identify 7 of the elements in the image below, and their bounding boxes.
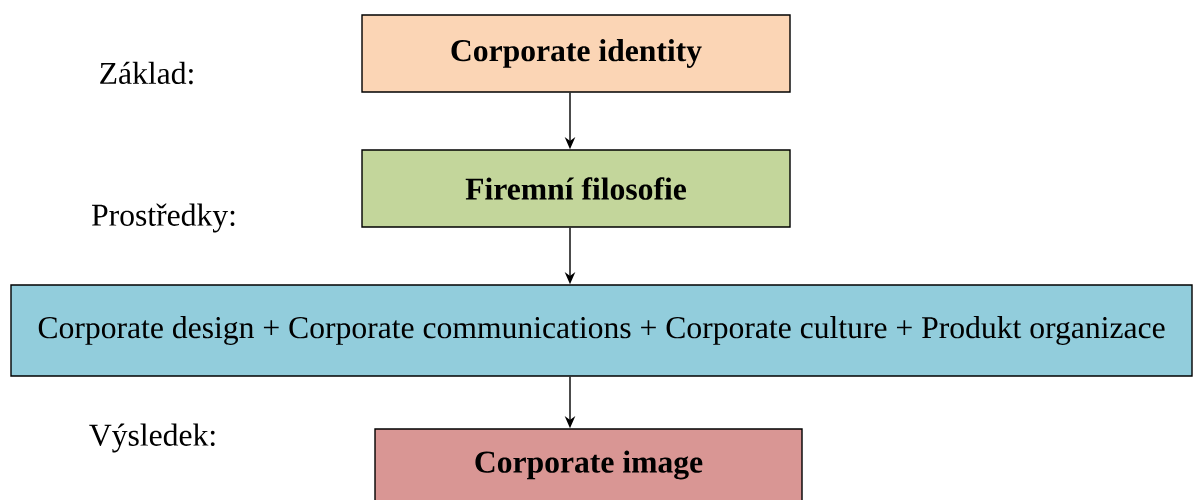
stage-label: Výsledek: — [89, 423, 215, 453]
process-box: Corporate image — [374, 428, 803, 500]
process-box: Firemní filosofie — [361, 149, 791, 228]
process-box: Corporate identity — [361, 14, 791, 93]
process-box: Corporate design + Corporate communications + Corporate culture + Produkt organizace — [10, 284, 1193, 377]
stage-label: Základ: — [100, 61, 193, 85]
stage-label: Prostředky: — [92, 203, 235, 233]
